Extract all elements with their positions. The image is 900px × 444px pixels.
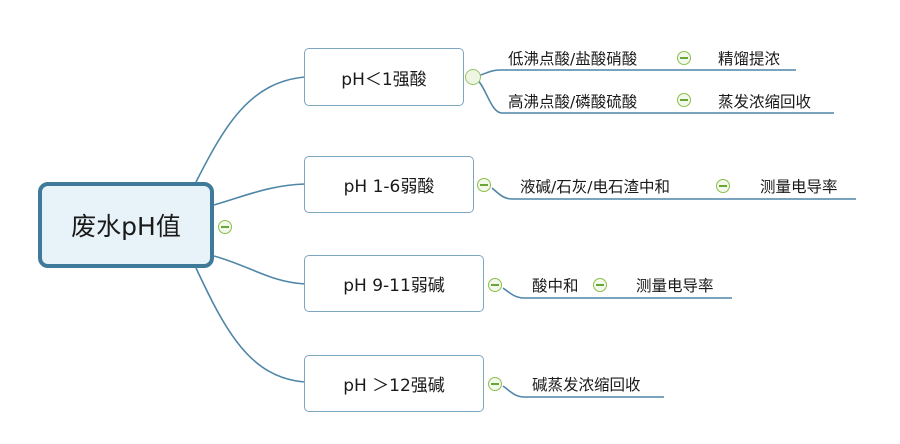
branch-node-weak-base[interactable]: pH 9-11弱碱 bbox=[304, 255, 484, 312]
connector-branch-4-leaf-1 bbox=[502, 385, 664, 398]
leaf-label: 高沸点酸/磷酸硫酸 bbox=[508, 93, 638, 111]
leaf-acid-neutralization[interactable]: 酸中和 bbox=[532, 274, 579, 296]
leaf-result-conductivity[interactable]: 测量电导率 bbox=[636, 274, 714, 296]
leaf-collapse-icon[interactable] bbox=[593, 278, 607, 292]
branch-3-collapse-icon[interactable] bbox=[488, 278, 502, 292]
leaf-result-label: 测量电导率 bbox=[636, 277, 714, 295]
connector-root-branch-4 bbox=[195, 267, 306, 383]
connector-branch-1-leaf-1 bbox=[473, 69, 796, 78]
leaf-label: 碱蒸发浓缩回收 bbox=[532, 376, 641, 394]
branch-node-strong-base[interactable]: pH ＞12强碱 bbox=[304, 355, 484, 412]
leaf-collapse-icon[interactable] bbox=[677, 93, 691, 107]
connector-root-branch-2 bbox=[213, 183, 306, 206]
leaf-label: 液碱/石灰/电石渣中和 bbox=[520, 178, 670, 196]
branch-label: pH＜1强酸 bbox=[341, 69, 427, 90]
leaf-collapse-icon[interactable] bbox=[716, 179, 730, 193]
branch-1-collapse-icon[interactable] bbox=[465, 69, 481, 85]
root-node-label: 废水pH值 bbox=[71, 212, 181, 241]
connector-root-branch-3 bbox=[213, 255, 306, 285]
leaf-label: 酸中和 bbox=[532, 277, 579, 295]
leaf-result-label: 测量电导率 bbox=[760, 178, 838, 196]
branch-4-collapse-icon[interactable] bbox=[488, 377, 502, 391]
root-collapse-icon[interactable] bbox=[218, 220, 232, 234]
leaf-label: 低沸点酸/盐酸硝酸 bbox=[508, 50, 638, 68]
leaf-result-label: 蒸发浓缩回收 bbox=[718, 93, 812, 111]
leaf-result-conductivity[interactable]: 测量电导率 bbox=[760, 175, 838, 197]
connector-branch-2-leaf-1 bbox=[491, 187, 856, 200]
branch-2-collapse-icon[interactable] bbox=[477, 178, 491, 192]
root-node[interactable]: 废水pH值 bbox=[38, 182, 214, 268]
leaf-collapse-icon[interactable] bbox=[677, 51, 691, 65]
leaf-low-boiling-acid[interactable]: 低沸点酸/盐酸硝酸 bbox=[508, 47, 637, 69]
leaf-alkali-evaporation[interactable]: 碱蒸发浓缩回收 bbox=[532, 373, 641, 395]
branch-label: pH 9-11弱碱 bbox=[343, 276, 445, 296]
branch-label: pH 1-6弱酸 bbox=[343, 177, 435, 197]
leaf-result-label: 精馏提浓 bbox=[718, 50, 781, 68]
branch-node-strong-acid[interactable]: pH＜1强酸 bbox=[304, 48, 464, 106]
branch-node-weak-acid[interactable]: pH 1-6弱酸 bbox=[304, 156, 474, 213]
connector-root-branch-1 bbox=[195, 76, 306, 183]
branch-label: pH ＞12强碱 bbox=[343, 376, 445, 396]
leaf-result-rectification[interactable]: 精馏提浓 bbox=[718, 47, 780, 69]
leaf-high-boiling-acid[interactable]: 高沸点酸/磷酸硫酸 bbox=[508, 90, 637, 112]
leaf-result-evaporation[interactable]: 蒸发浓缩回收 bbox=[718, 90, 811, 112]
connector-branch-3-leaf-1 bbox=[502, 287, 732, 299]
leaf-neutralization[interactable]: 液碱/石灰/电石渣中和 bbox=[520, 175, 670, 197]
